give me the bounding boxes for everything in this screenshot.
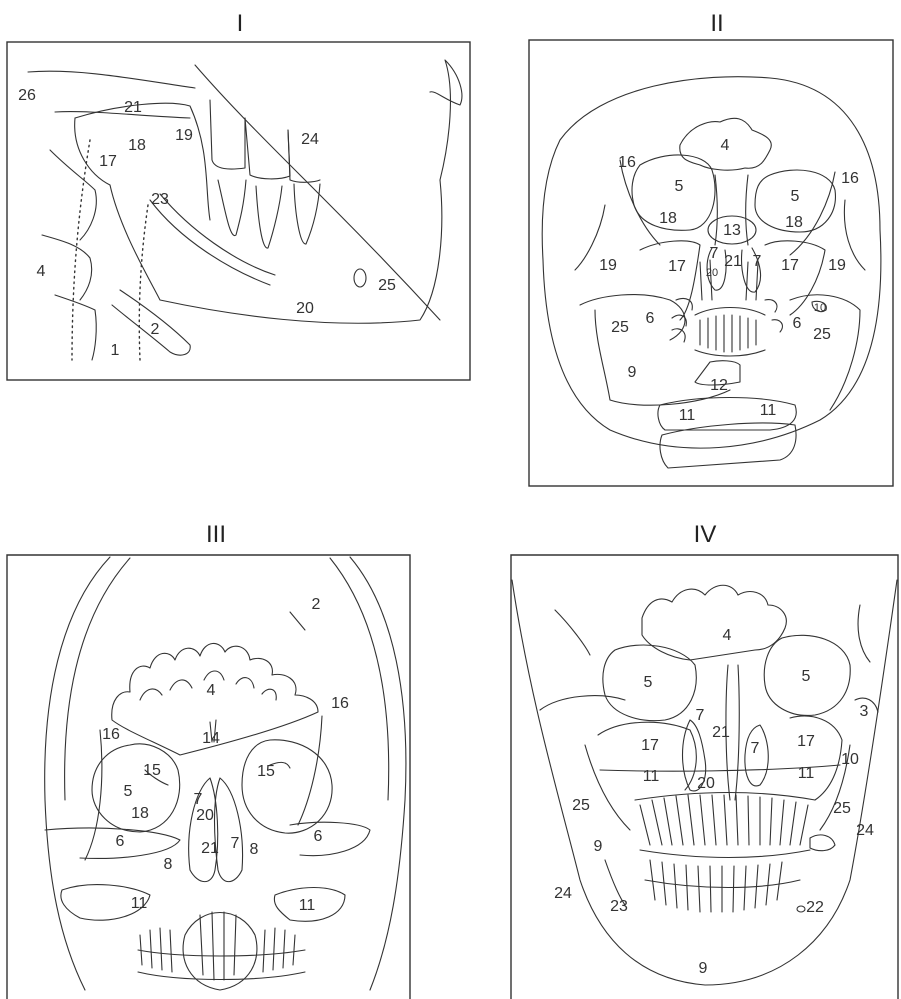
label: 16 (102, 726, 120, 743)
label: 7 (753, 253, 762, 270)
label: 11 (760, 402, 777, 419)
label: 11 (679, 407, 696, 424)
label: 2 (312, 596, 321, 613)
label: 5 (802, 668, 811, 685)
label: 11 (643, 768, 660, 785)
label: 6 (314, 828, 323, 845)
label: 5 (675, 178, 684, 195)
label: 17 (781, 257, 799, 274)
label: 5 (644, 674, 653, 691)
label: 4 (37, 263, 46, 280)
label: 5 (791, 188, 800, 205)
label: 21 (201, 840, 219, 857)
label: 7 (696, 707, 705, 724)
label: 24 (301, 131, 319, 148)
panel-II: II (529, 10, 893, 486)
label: 3 (860, 703, 869, 720)
label: 17 (668, 258, 686, 275)
label: 16 (841, 170, 859, 187)
label: 25 (378, 277, 396, 294)
label: 26 (18, 87, 36, 104)
label: 16 (331, 695, 349, 712)
label: 18 (785, 214, 803, 231)
label: 4 (207, 682, 216, 699)
panel-I-drawing (28, 60, 462, 360)
panel-III-title: III (206, 521, 226, 548)
label: 10 (841, 751, 859, 768)
label: 15 (257, 763, 275, 780)
label: 23 (610, 898, 628, 915)
label: 20 (196, 807, 214, 824)
label: 6 (646, 310, 655, 327)
label: 18 (128, 137, 146, 154)
panel-III-frame (7, 555, 410, 999)
label: 7 (194, 791, 203, 808)
label: 20 (697, 775, 715, 792)
panel-III: III 2 (7, 521, 410, 999)
label: 17 (99, 153, 117, 170)
label: 8 (164, 856, 173, 873)
panel-IV-title: IV (694, 521, 717, 548)
panel-IV: IV 4 5 (511, 521, 898, 999)
label: 11 (798, 765, 815, 782)
label: 21 (124, 99, 142, 116)
label: 25 (572, 797, 590, 814)
label: 25 (611, 319, 629, 336)
label: 11 (131, 895, 148, 912)
label: 20 (706, 267, 718, 279)
label: 7 (751, 740, 760, 757)
label: 25 (833, 800, 851, 817)
label: 25 (813, 326, 831, 343)
panel-II-labels: 4 16 16 5 5 18 18 13 7 7 21 20 19 17 17 … (599, 137, 859, 424)
label: 17 (641, 737, 659, 754)
label: 6 (793, 315, 802, 332)
panel-III-labels: 2 4 16 16 14 15 15 5 7 18 20 6 6 8 21 7 … (102, 596, 349, 914)
panel-I-title: I (237, 10, 244, 37)
label: 18 (659, 210, 677, 227)
label: 13 (723, 222, 741, 239)
label: 8 (250, 841, 259, 858)
panel-I-frame (7, 42, 470, 380)
panel-III-drawing (45, 557, 406, 990)
label: 19 (599, 257, 617, 274)
label: 9 (699, 960, 708, 977)
label: 7 (231, 835, 240, 852)
label: 21 (712, 724, 730, 741)
panel-IV-labels: 4 5 5 3 7 21 17 7 17 10 11 20 11 25 25 2… (554, 627, 874, 977)
label: 7 (710, 245, 719, 262)
label: 15 (143, 762, 161, 779)
label: 6 (116, 833, 125, 850)
panel-II-title: II (710, 10, 723, 37)
label: 24 (856, 822, 874, 839)
label: 23 (151, 191, 169, 208)
label: 5 (124, 783, 133, 800)
label: 1 (111, 342, 120, 359)
label: 9 (628, 364, 637, 381)
label: 14 (202, 730, 220, 747)
label: 10 (814, 302, 826, 314)
label: 22 (806, 899, 824, 916)
label: 19 (175, 127, 193, 144)
label: 4 (723, 627, 732, 644)
label: 11 (299, 897, 316, 914)
label: 16 (618, 154, 636, 171)
label: 17 (797, 733, 815, 750)
label: 21 (724, 253, 742, 270)
label: 24 (554, 885, 572, 902)
panel-I: I 26 21 (7, 10, 470, 380)
label: 19 (828, 257, 846, 274)
label: 9 (594, 838, 603, 855)
label: 20 (296, 300, 314, 317)
label: 12 (710, 377, 728, 394)
label: 2 (151, 321, 160, 338)
label: 18 (131, 805, 149, 822)
label: 4 (721, 137, 730, 154)
